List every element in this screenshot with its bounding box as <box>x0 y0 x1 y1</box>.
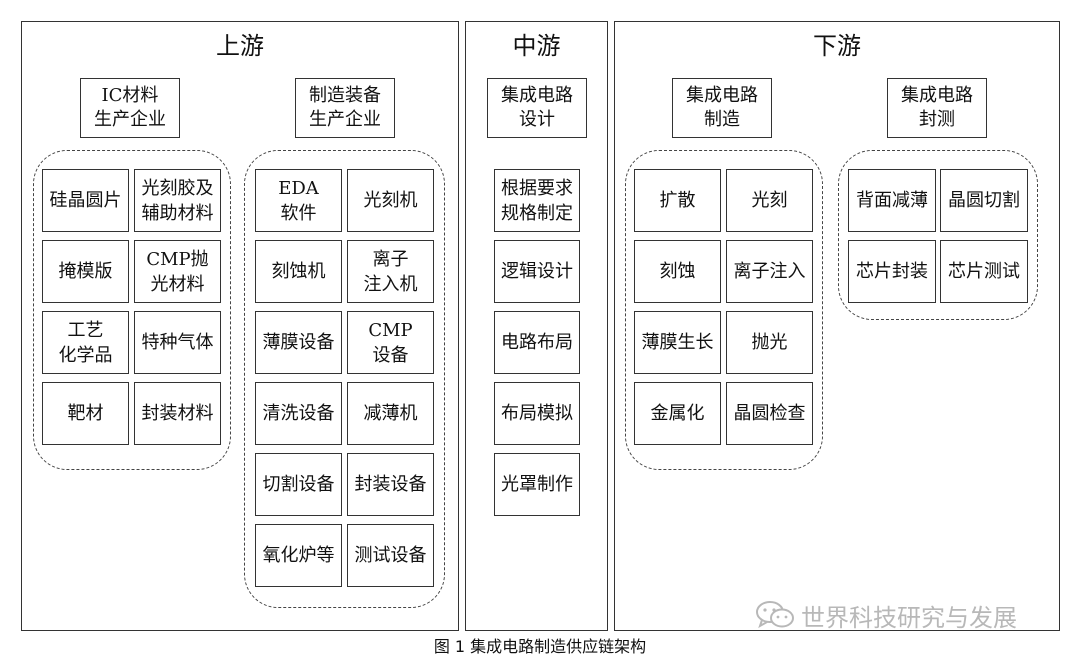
design-header: 集成电路 设计 <box>487 78 587 138</box>
equipment-header: 制造装备 生产企业 <box>295 78 395 138</box>
materials-item: 封装材料 <box>134 382 221 445</box>
watermark-text: 世界科技研究与发展 <box>801 603 1017 632</box>
manufacturing-item: 刻蚀 <box>634 240 721 303</box>
equipment-item: 切割设备 <box>255 453 342 516</box>
equipment-group <box>244 150 445 608</box>
design-item: 布局模拟 <box>494 382 580 445</box>
equipment-item: 光刻机 <box>347 169 434 232</box>
equipment-item: 封装设备 <box>347 453 434 516</box>
equipment-item: 离子 注入机 <box>347 240 434 303</box>
manufacturing-item: 扩散 <box>634 169 721 232</box>
packaging-group <box>838 150 1038 320</box>
materials-item: 特种气体 <box>134 311 221 374</box>
materials-item: 光刻胶及 辅助材料 <box>134 169 221 232</box>
wechat-icon <box>755 600 795 630</box>
watermark: 世界科技研究与发展 <box>755 598 1017 632</box>
materials-item: 靶材 <box>42 382 129 445</box>
packaging-item: 芯片封装 <box>848 240 936 303</box>
materials-item: 硅晶圆片 <box>42 169 129 232</box>
packaging-item: 芯片测试 <box>940 240 1028 303</box>
manufacturing-group <box>625 150 823 470</box>
manufacturing-item: 抛光 <box>726 311 813 374</box>
midstream-title: 中游 <box>512 32 561 60</box>
materials-item: 工艺 化学品 <box>42 311 129 374</box>
equipment-item: 刻蚀机 <box>255 240 342 303</box>
design-item: 逻辑设计 <box>494 240 580 303</box>
manufacturing-item: 金属化 <box>634 382 721 445</box>
downstream-title: 下游 <box>813 32 861 60</box>
equipment-item: 氧化炉等 <box>255 524 342 587</box>
materials-item: CMP抛 光材料 <box>134 240 221 303</box>
design-item: 根据要求 规格制定 <box>494 169 580 232</box>
equipment-item: EDA 软件 <box>255 169 342 232</box>
equipment-item: 减薄机 <box>347 382 434 445</box>
upstream-title: 上游 <box>216 32 264 60</box>
design-item: 电路布局 <box>494 311 580 374</box>
packaging-item: 晶圆切割 <box>940 169 1028 232</box>
materials-item: 掩模版 <box>42 240 129 303</box>
manufacturing-header: 集成电路 制造 <box>672 78 772 138</box>
manufacturing-item: 晶圆检查 <box>726 382 813 445</box>
figure-caption: 图 1 集成电路制造供应链架构 <box>433 637 647 656</box>
materials-group <box>33 150 231 470</box>
packaging-header: 集成电路 封测 <box>887 78 987 138</box>
manufacturing-item: 光刻 <box>726 169 813 232</box>
packaging-item: 背面减薄 <box>848 169 936 232</box>
equipment-item: CMP 设备 <box>347 311 434 374</box>
equipment-item: 薄膜设备 <box>255 311 342 374</box>
equipment-item: 测试设备 <box>347 524 434 587</box>
manufacturing-item: 薄膜生长 <box>634 311 721 374</box>
design-item: 光罩制作 <box>494 453 580 516</box>
materials-header: IC材料 生产企业 <box>80 78 180 138</box>
manufacturing-item: 离子注入 <box>726 240 813 303</box>
equipment-item: 清洗设备 <box>255 382 342 445</box>
